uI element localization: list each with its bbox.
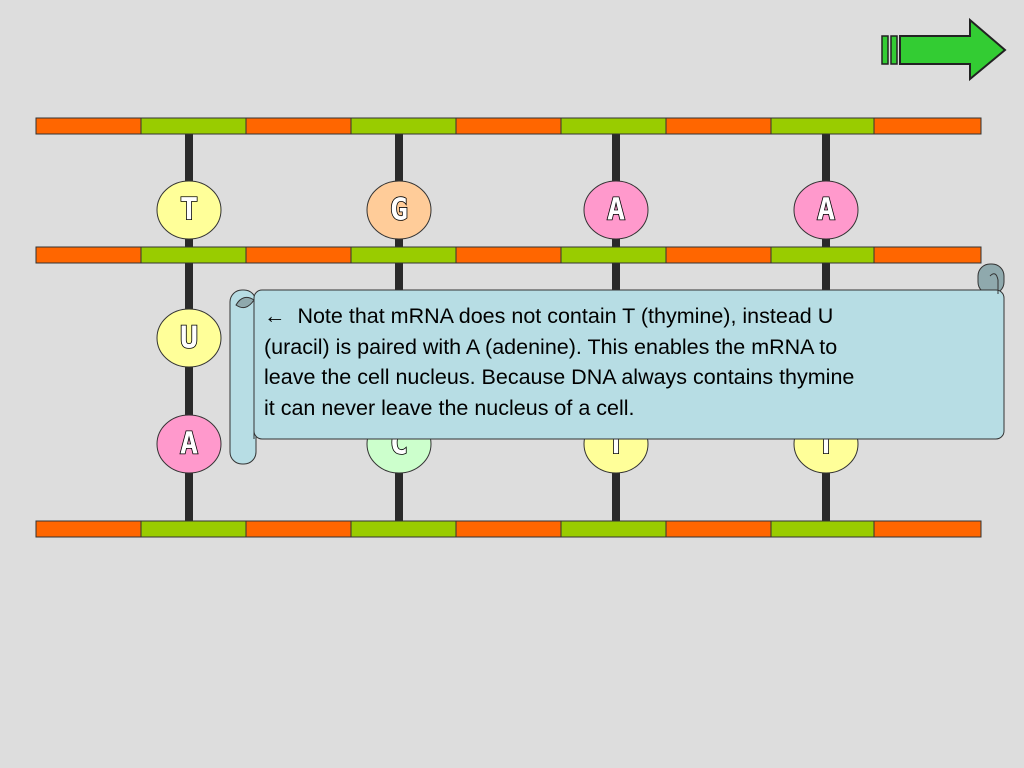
base-letter: U — [180, 321, 198, 356]
left-arrow-icon: ← — [264, 304, 286, 328]
note-text: ← Note that mRNA does not contain T (thy… — [264, 301, 984, 423]
backbone-segment — [140, 117, 247, 135]
base-node: A — [156, 414, 222, 474]
note-scroll — [229, 263, 1005, 465]
connector-line — [185, 262, 193, 522]
backbone-segment — [35, 520, 142, 538]
backbone-segment — [245, 246, 352, 264]
base-letter: T — [180, 193, 198, 228]
backbone-segment — [560, 246, 667, 264]
backbone-segment — [140, 520, 247, 538]
backbone-segment — [455, 117, 562, 135]
base-letter: A — [607, 193, 625, 228]
note-body: Note that mRNA does not contain T (thymi… — [264, 304, 855, 420]
backbone-segment — [140, 246, 247, 264]
backbone-segment — [770, 520, 875, 538]
backbone-segment — [35, 117, 142, 135]
backbone-segment — [770, 246, 875, 264]
backbone-segment — [560, 117, 667, 135]
backbone-segment — [665, 520, 772, 538]
next-slide-button[interactable] — [881, 17, 1007, 82]
backbone-segment — [245, 117, 352, 135]
backbone-segment — [455, 246, 562, 264]
base-node: A — [583, 180, 649, 240]
mrna-bases: U — [156, 308, 222, 368]
base-letter: G — [390, 193, 408, 228]
backbone-segment — [350, 520, 457, 538]
backbone-segment — [35, 246, 142, 264]
backbone-segment — [560, 520, 667, 538]
backbone-strand-middle — [35, 246, 982, 264]
right-arrow-icon — [899, 17, 1007, 82]
base-letter: A — [180, 427, 198, 462]
backbone-segment — [873, 117, 982, 135]
base-node: T — [156, 180, 222, 240]
base-letter: A — [817, 193, 835, 228]
backbone-segment — [350, 117, 457, 135]
backbone-segment — [350, 246, 457, 264]
backbone-segment — [665, 117, 772, 135]
backbone-segment — [770, 117, 875, 135]
backbone-segment — [665, 246, 772, 264]
backbone-strand-top — [35, 117, 982, 135]
dna-top-bases: T G A A — [156, 180, 859, 240]
backbone-segment — [455, 520, 562, 538]
base-node: U — [156, 308, 222, 368]
base-node: G — [366, 180, 432, 240]
backbone-strand-bottom — [35, 520, 982, 538]
base-node: A — [793, 180, 859, 240]
backbone-segment — [873, 246, 982, 264]
backbone-segment — [873, 520, 982, 538]
backbone-segment — [245, 520, 352, 538]
